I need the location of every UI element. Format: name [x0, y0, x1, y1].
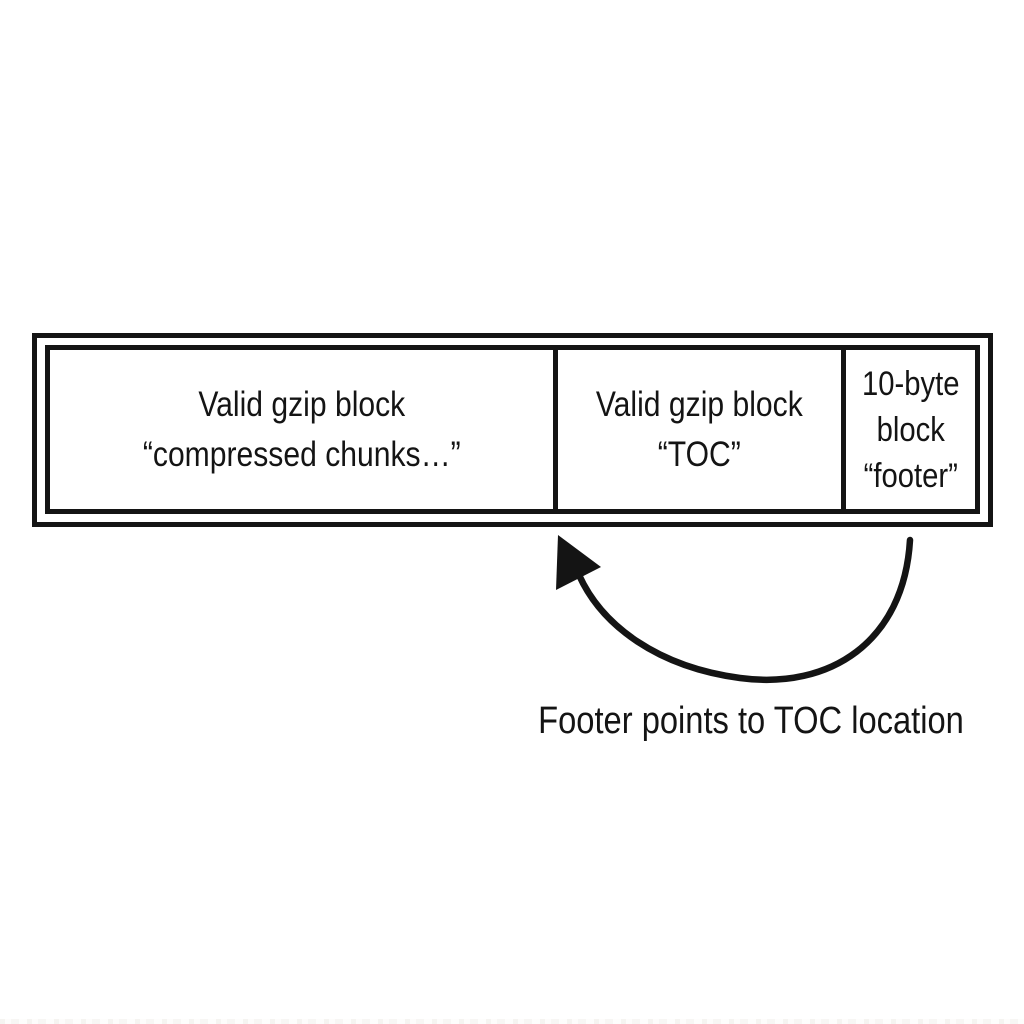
gzip-file-inner-box: Valid gzip block “compressed chunks…” Va… — [45, 345, 980, 514]
gzip-file-outer-box: Valid gzip block “compressed chunks…” Va… — [32, 333, 993, 527]
block-footer-text: 10-byte block “footer” — [862, 361, 960, 499]
block-subtitle: “TOC” — [657, 434, 742, 474]
block-title: Valid gzip block — [596, 384, 803, 424]
arrow-caption: Footer points to TOC location — [538, 700, 964, 742]
block-compressed-chunks: Valid gzip block “compressed chunks…” — [50, 350, 553, 509]
block-title2: block — [876, 410, 945, 449]
block-toc: Valid gzip block “TOC” — [553, 350, 841, 509]
block-subtitle: “footer” — [863, 456, 958, 495]
scan-noise-strip — [0, 1019, 1024, 1024]
arrow-head-icon — [556, 535, 601, 590]
block-compressed-chunks-text: Valid gzip block “compressed chunks…” — [143, 380, 461, 480]
block-toc-text: Valid gzip block “TOC” — [596, 380, 803, 480]
arrow-arc — [575, 536, 914, 684]
block-title: 10-byte — [861, 364, 960, 403]
block-title: Valid gzip block — [198, 384, 405, 424]
block-subtitle: “compressed chunks…” — [142, 434, 461, 474]
block-footer: 10-byte block “footer” — [841, 350, 975, 509]
